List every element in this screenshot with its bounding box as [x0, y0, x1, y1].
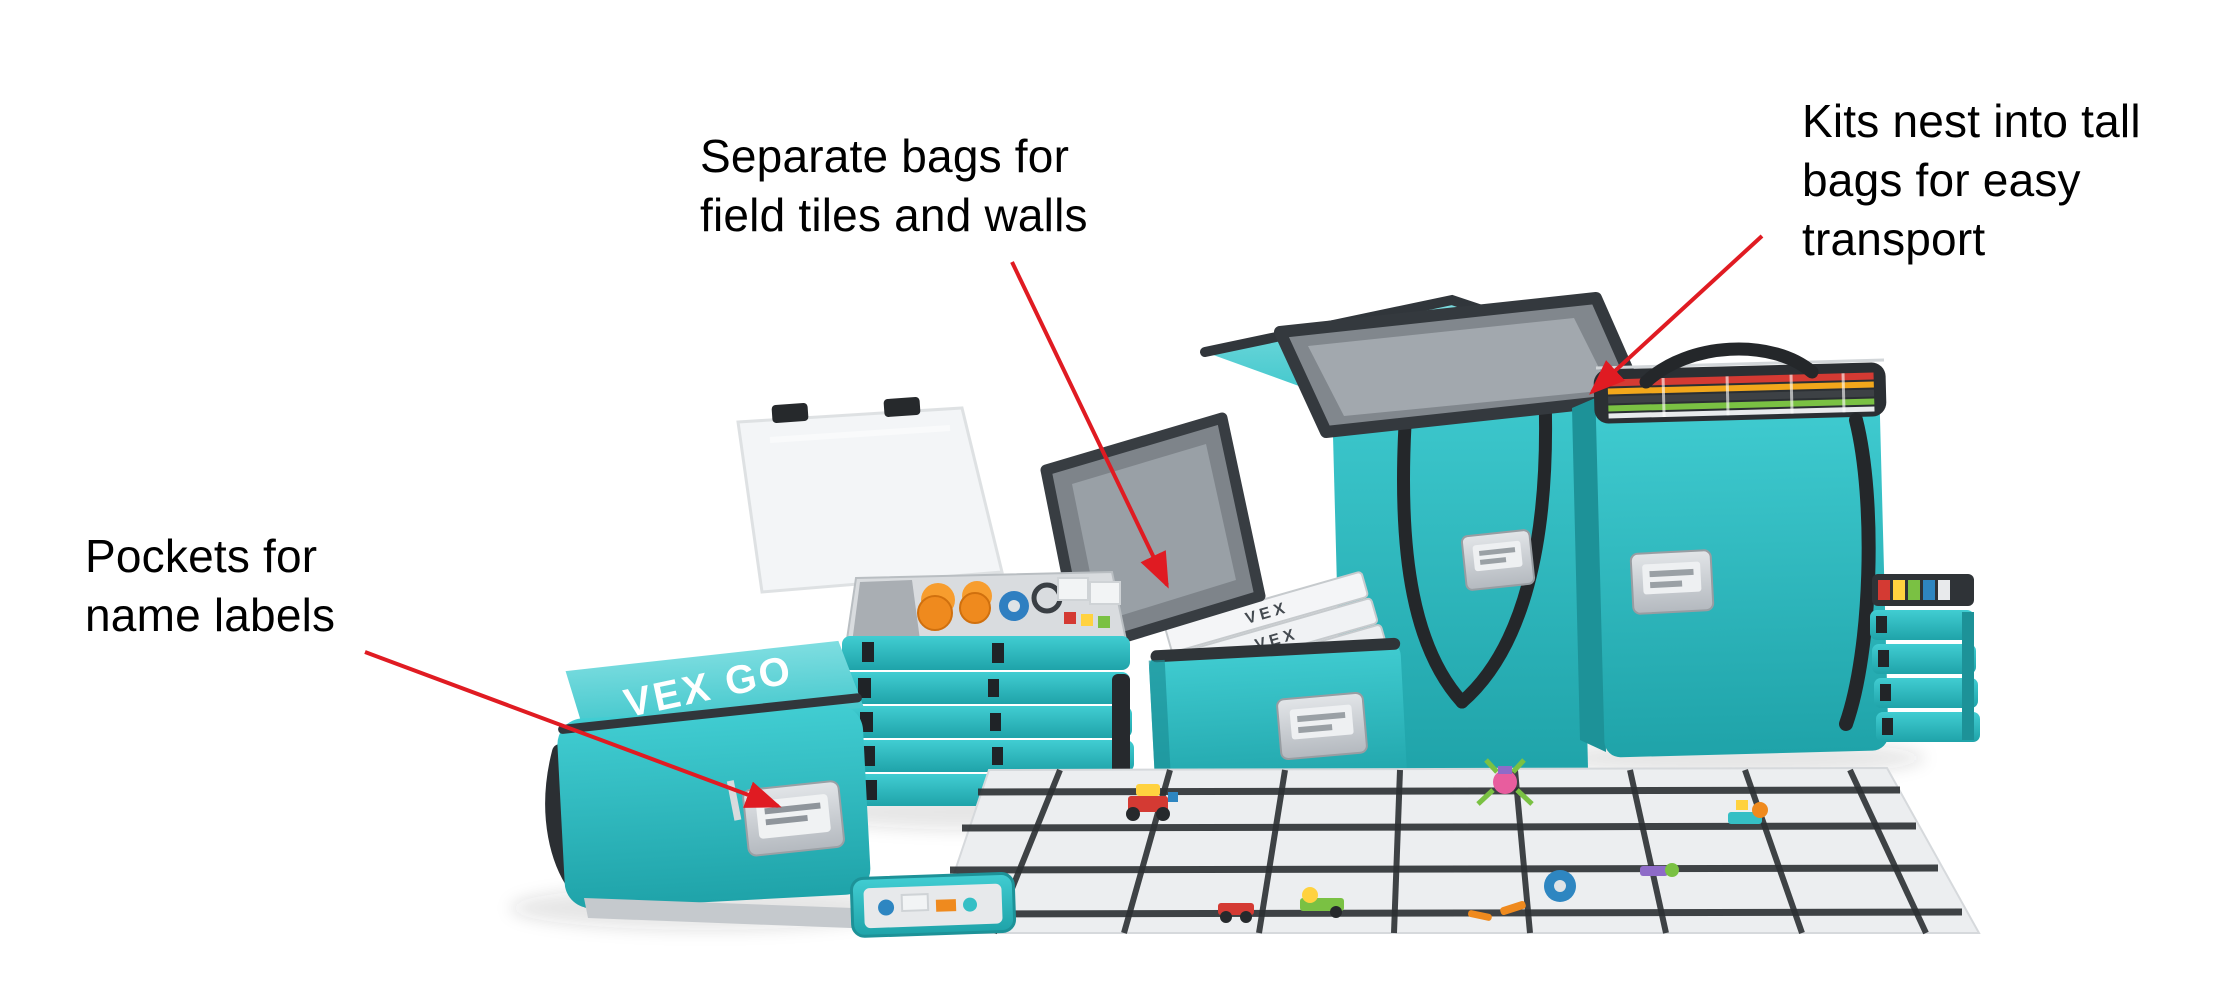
robot-red-yellow: [1126, 784, 1178, 821]
nested-kits: [1607, 372, 1875, 419]
small-kit-bag: VEX GO: [545, 640, 871, 909]
open-kit-case: [842, 570, 1130, 670]
zipper-line: [1595, 358, 1885, 370]
bag-side-strap: [1839, 413, 1876, 731]
callout-text-line: transport: [1802, 212, 1986, 265]
tall-bag-right: [1572, 342, 1889, 758]
callout-text-line: field tiles and walls: [700, 188, 1088, 241]
arrow-kits-nest: [1589, 234, 1764, 395]
bottom-open-tray: [584, 871, 1017, 938]
arrow-pockets: [364, 650, 782, 808]
lid-clip: [771, 403, 809, 423]
bag-handle-strap: [1397, 418, 1469, 709]
clear-lid: [736, 397, 1004, 594]
callout-text-line: Pockets for: [85, 530, 318, 582]
robot-builds: [1126, 758, 1768, 923]
callout-text-line: Kits nest into tall: [1802, 95, 2141, 147]
callout-kits-nest: Kits nest into tall bags for easy transp…: [1802, 92, 2141, 269]
bag-handle-strap: [1455, 388, 1553, 709]
callout-pockets-for-name-labels: Pockets for name labels: [85, 527, 335, 645]
field-tile-bag: VEX VEX VEX VEX: [1040, 412, 1407, 800]
callout-text-line: bags for easy: [1802, 153, 2081, 206]
robot-purple-green: [1640, 863, 1679, 877]
lid-clip: [883, 397, 921, 417]
blue-disc-and-tool: [1467, 870, 1576, 921]
robot-green: [1300, 887, 1344, 918]
arrow-separate-bags: [1010, 261, 1169, 589]
name-label-pocket: [1276, 691, 1368, 761]
callout-separate-bags: Separate bags for field tiles and walls: [700, 127, 1088, 245]
right-case-stack: [1870, 574, 1980, 742]
robot-pink-green: [1476, 758, 1534, 806]
name-label-pocket: [1629, 549, 1715, 615]
robot-teal-orange: [1728, 800, 1768, 824]
name-label-pocket: [742, 780, 845, 857]
robot-red-car: [1218, 903, 1254, 923]
bag-handle-strap: [1639, 342, 1819, 389]
field-tile-bag-lid: [1040, 412, 1266, 656]
annotation-arrows: [364, 234, 1764, 808]
field-tiles: [932, 766, 1981, 935]
callout-text-line: Separate bags for: [700, 130, 1070, 182]
kit-case-stack: [736, 397, 1136, 806]
name-label-pocket: [1460, 529, 1536, 591]
strap-ribbon: [584, 898, 908, 930]
callout-text-line: name labels: [85, 588, 336, 641]
